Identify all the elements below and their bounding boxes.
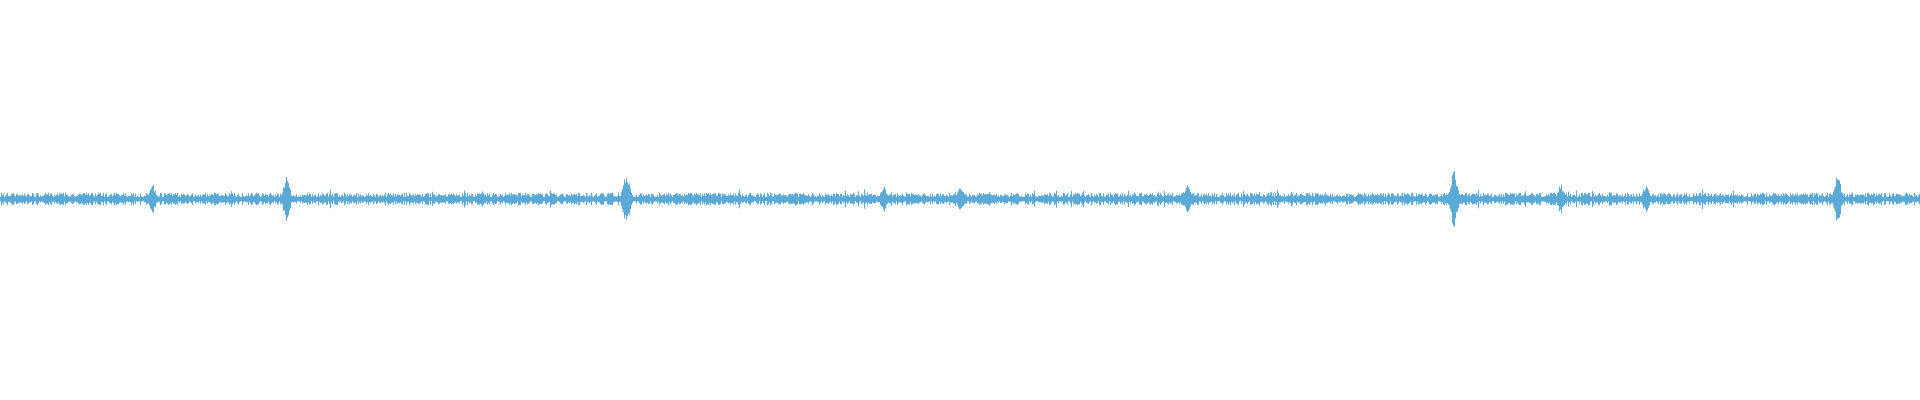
waveform-peaks — [0, 171, 1920, 227]
waveform-trace — [0, 171, 1920, 227]
